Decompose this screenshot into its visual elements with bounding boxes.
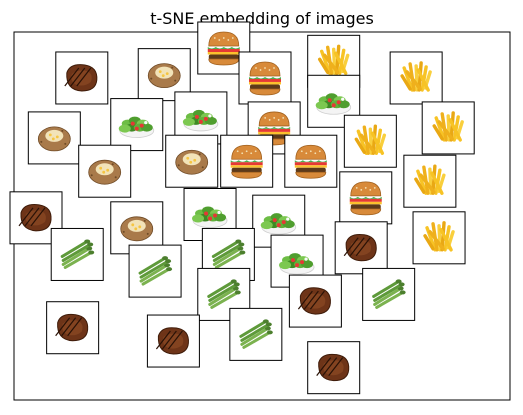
thumbnail-fries-17 [403,154,457,208]
thumbnail-baked-potato-16 [78,144,132,198]
thumbnail-steak-2 [55,51,109,105]
thumbnail-fries-5 [389,51,443,105]
thumbnail-baked-potato-11 [27,111,81,165]
thumbnail-burger-18 [339,171,393,225]
thumbnail-salad-8 [110,98,164,152]
thumbnail-burger-14 [220,134,274,188]
chart-title: t-SNE embedding of images [150,9,374,28]
thumbnail-salad-6 [307,74,361,128]
thumbnail-asparagus-28 [128,244,182,298]
thumbnail-steak-33 [146,314,200,368]
thumbnail-asparagus-34 [229,307,283,361]
points-layer [9,21,475,395]
thumbnail-steak-31 [288,274,342,328]
thumbnail-fries-23 [412,211,466,265]
thumbnail-steak-32 [46,301,100,355]
thumbnail-asparagus-25 [50,227,104,281]
thumbnail-asparagus-30 [362,267,416,321]
thumbnail-fries-12 [343,114,397,168]
thumbnail-burger-15 [284,134,338,188]
thumbnail-steak-24 [334,221,388,275]
thumbnail-fries-10 [421,101,475,155]
thumbnail-burger-4 [238,51,292,105]
thumbnail-baked-potato-13 [165,134,219,188]
thumbnail-steak-35 [307,341,361,395]
